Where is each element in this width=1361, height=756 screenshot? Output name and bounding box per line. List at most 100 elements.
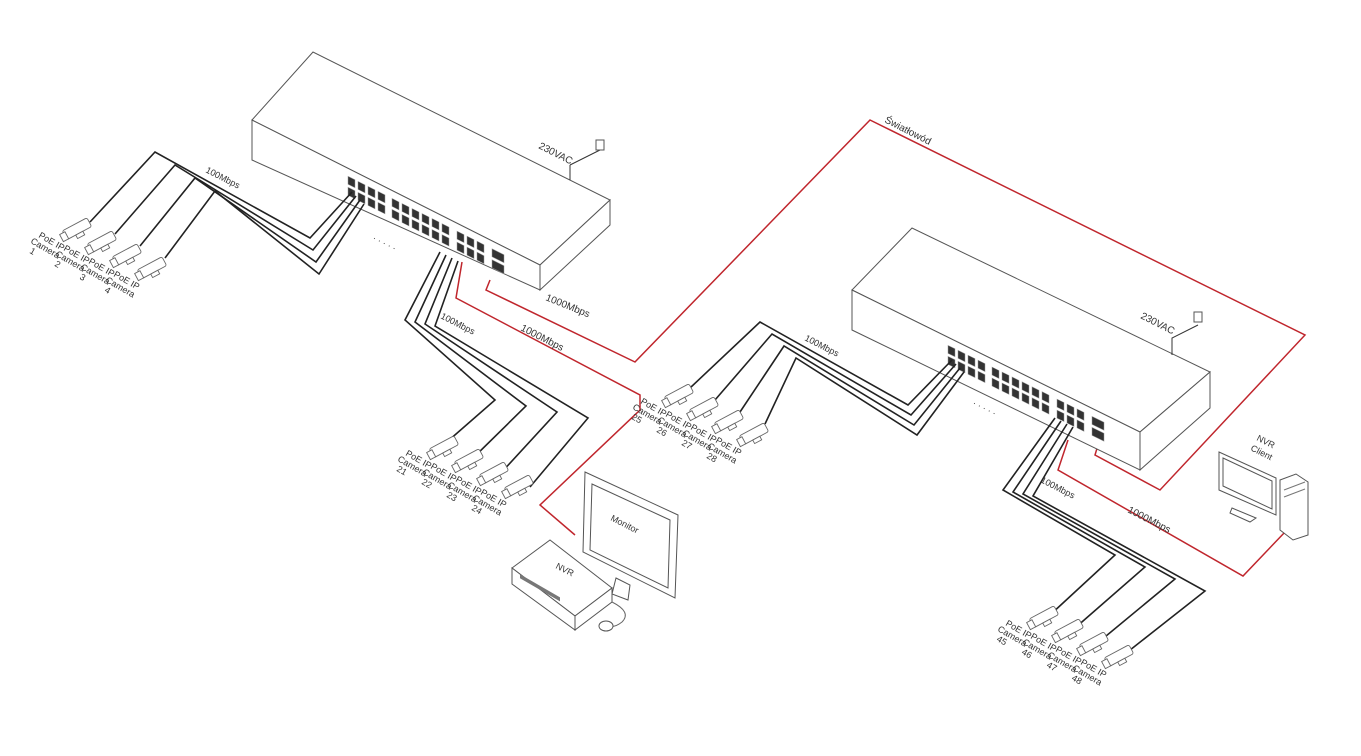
ethernet-cable — [764, 356, 965, 437]
speed-label: 1000Mbps — [544, 293, 591, 321]
ip-camera — [686, 397, 719, 422]
ethernet-port — [476, 251, 485, 265]
ethernet-port — [367, 185, 376, 199]
ethernet-port — [411, 219, 420, 232]
speed-label: 1000Mbps — [519, 323, 566, 354]
poe-switch-1 — [251, 51, 611, 292]
ethernet-port — [377, 191, 386, 204]
ethernet-port — [466, 246, 475, 260]
nvr-client-link — [1057, 439, 1286, 577]
ethernet-port — [391, 209, 400, 222]
ethernet-cable — [1021, 423, 1177, 642]
ethernet-cable — [1031, 426, 1207, 655]
ethernet-cable — [739, 344, 961, 427]
sfp-port — [1091, 415, 1105, 431]
ethernet-cable — [404, 251, 497, 449]
ethernet-cable — [414, 254, 528, 462]
ethernet-port — [347, 175, 356, 189]
ethernet-port — [977, 359, 986, 372]
ethernet-cable — [434, 260, 590, 488]
ethernet-port — [1056, 409, 1065, 422]
ip-camera — [1101, 645, 1134, 670]
nvr-recorder: NVR — [511, 539, 626, 632]
power-label: 230VAC — [537, 141, 575, 167]
fibre-link — [485, 119, 1307, 491]
speed-label: 100Mbps — [439, 311, 477, 337]
ethernet-port — [1066, 403, 1075, 416]
power-plug-icon — [1193, 311, 1203, 323]
ethernet-port — [411, 208, 420, 221]
ethernet-cable — [714, 332, 957, 417]
ethernet-port — [357, 180, 366, 194]
ethernet-port — [957, 349, 966, 363]
camera-label: PoE IPCamera48 — [1067, 655, 1109, 695]
ethernet-port — [401, 214, 410, 227]
ethernet-port — [991, 377, 1000, 390]
sfp-port — [491, 248, 505, 264]
ethernet-port — [1011, 376, 1020, 389]
ethernet-port — [391, 198, 400, 211]
sfp-port — [491, 259, 505, 275]
copper-cables — [89, 150, 1207, 655]
ethernet-port — [1076, 419, 1085, 432]
power-plug-icon — [595, 139, 605, 151]
ethernet-port — [947, 344, 956, 358]
ethernet-port — [1066, 414, 1075, 427]
speed-label: 100Mbps — [1039, 475, 1077, 501]
ethernet-port — [431, 218, 440, 231]
ports-ellipsis: · · · · · — [371, 233, 398, 253]
ethernet-port — [421, 224, 430, 237]
ethernet-port — [1056, 398, 1065, 411]
switch-ports — [947, 344, 1105, 442]
ip-camera — [451, 449, 484, 474]
monitor: Monitor — [582, 471, 679, 601]
ip-camera — [426, 436, 459, 461]
ethernet-cable — [164, 189, 365, 276]
ethernet-port — [1021, 392, 1030, 405]
ethernet-port — [1001, 382, 1010, 395]
ethernet-cable — [114, 163, 357, 252]
ip-camera — [736, 423, 769, 448]
ethernet-port — [967, 365, 976, 379]
ethernet-port — [441, 223, 450, 236]
ip-camera — [134, 257, 167, 282]
ethernet-port — [466, 235, 475, 249]
poe-switch-2 — [851, 227, 1211, 472]
ethernet-port — [947, 355, 956, 369]
ethernet-port — [431, 229, 440, 242]
ethernet-port — [401, 203, 410, 216]
camera-label: PoE IPCamera47 — [1042, 642, 1084, 682]
ip-camera — [109, 244, 142, 269]
nvr-client-pc: NVR Client — [1218, 433, 1309, 541]
speed-label: 1000Mbps — [1126, 505, 1173, 536]
power-label: 230VAC — [1139, 311, 1177, 337]
ethernet-cable — [1011, 420, 1147, 629]
ip-camera — [501, 475, 534, 500]
ip-camera — [476, 462, 509, 487]
ethernet-port — [1021, 381, 1030, 394]
ethernet-port — [421, 213, 430, 226]
ip-camera — [1026, 606, 1059, 631]
nvr-link — [455, 261, 641, 536]
ethernet-cable — [89, 150, 353, 240]
ip-camera — [711, 410, 744, 435]
ethernet-cable — [139, 176, 361, 264]
ethernet-port — [456, 241, 465, 255]
mouse-icon — [598, 620, 614, 632]
ethernet-cable — [689, 321, 953, 406]
ethernet-port — [967, 354, 976, 368]
ethernet-port — [1031, 386, 1040, 399]
ethernet-port — [1001, 371, 1010, 384]
ethernet-port — [476, 240, 485, 254]
ethernet-cable — [424, 257, 559, 475]
ip-camera — [84, 231, 117, 256]
ip-camera — [1051, 619, 1084, 644]
ethernet-port — [441, 234, 450, 247]
ethernet-port — [977, 370, 986, 383]
ethernet-cable — [1001, 417, 1117, 616]
camera-label: PoE IPCamera3 — [75, 254, 117, 294]
ethernet-port — [377, 202, 386, 215]
ethernet-port — [991, 366, 1000, 379]
ethernet-port — [1041, 391, 1050, 404]
